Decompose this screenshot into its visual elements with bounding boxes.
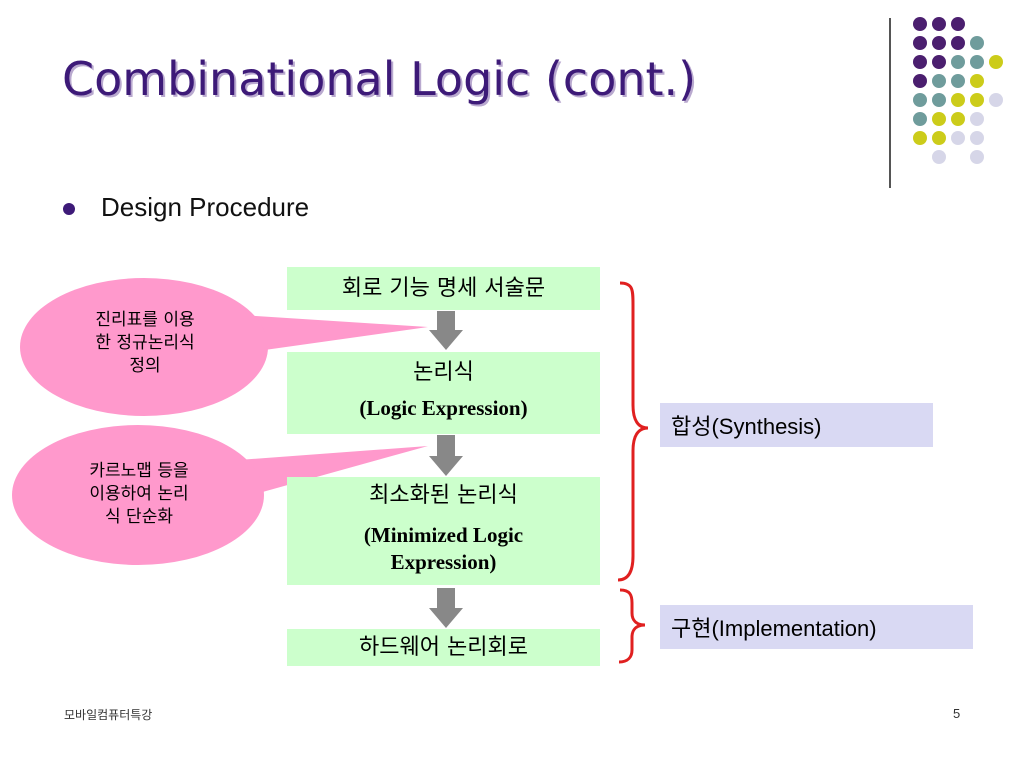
dot [970,93,984,107]
implementation-bracket [618,588,646,664]
bullet-text: Design Procedure [101,192,310,222]
synthesis-bracket [617,281,649,582]
callout-text-2: 카르노맵 등을 이용하여 논리 식 단순화 [34,460,244,529]
dot [932,112,946,126]
down-arrow-icon [429,311,463,350]
flow-step-label: 회로 기능 명세 서술문 [341,276,546,301]
dot [970,74,984,88]
dot [951,55,965,69]
callout-line: 식 단순화 [105,507,173,527]
flow-step-label: 최소화된 논리식 [369,483,518,508]
callout-text-1: 진리표를 이용 한 정규논리식 정의 [40,309,250,378]
callout-bubble-2 [12,425,264,565]
dot [932,131,946,145]
dot [913,74,927,88]
dot [913,17,927,31]
implementation-label: 구현(Implementation) [660,605,973,649]
flow-step-english: (Minimized Logic [363,523,524,547]
dot [913,131,927,145]
dot [970,55,984,69]
dot [970,36,984,50]
callout-line: 이용하여 논리 [89,484,189,504]
flow-step-minimized: 최소화된 논리식 (Minimized Logic Expression) [287,477,600,585]
flow-step-hardware: 하드웨어 논리회로 [287,629,600,666]
down-arrow-icon [429,588,463,628]
dot [970,112,984,126]
callout-pointer-1 [240,315,428,352]
dot [932,36,946,50]
divider-line [889,18,891,188]
dot [932,55,946,69]
dot [932,74,946,88]
footer-course-name: 모바일컴퓨터특강 [64,708,153,722]
bullet-icon [63,203,75,215]
flow-step-english: (Logic Expression) [359,396,528,420]
flow-step-english: Expression) [390,550,497,574]
dot [989,93,1003,107]
callout-line: 정의 [129,356,161,376]
dot [951,74,965,88]
dot [989,55,1003,69]
synthesis-label: 합성(Synthesis) [660,403,933,447]
callout-line: 카르노맵 등을 [89,461,189,481]
dot [913,112,927,126]
slide-title: Combinational Logic (cont.) [62,52,697,106]
dot [932,17,946,31]
dot [951,36,965,50]
callout-line: 진리표를 이용 [95,310,195,330]
flow-step-logic-expression: 논리식 (Logic Expression) [287,352,600,434]
dot [951,112,965,126]
page-number: 5 [953,706,961,721]
callout-line: 한 정규논리식 [95,333,195,353]
dot [951,17,965,31]
dot [970,150,984,164]
callout-bubble-1 [20,278,268,416]
dot [932,150,946,164]
down-arrow-icon [429,435,463,476]
dot [951,131,965,145]
dot [913,55,927,69]
dot [970,131,984,145]
dot [913,93,927,107]
flow-step-label: 하드웨어 논리회로 [359,635,528,660]
flow-step-label: 논리식 [413,360,474,385]
dot [913,36,927,50]
flow-step-spec: 회로 기능 명세 서술문 [287,267,600,310]
dot [932,93,946,107]
dot [951,93,965,107]
